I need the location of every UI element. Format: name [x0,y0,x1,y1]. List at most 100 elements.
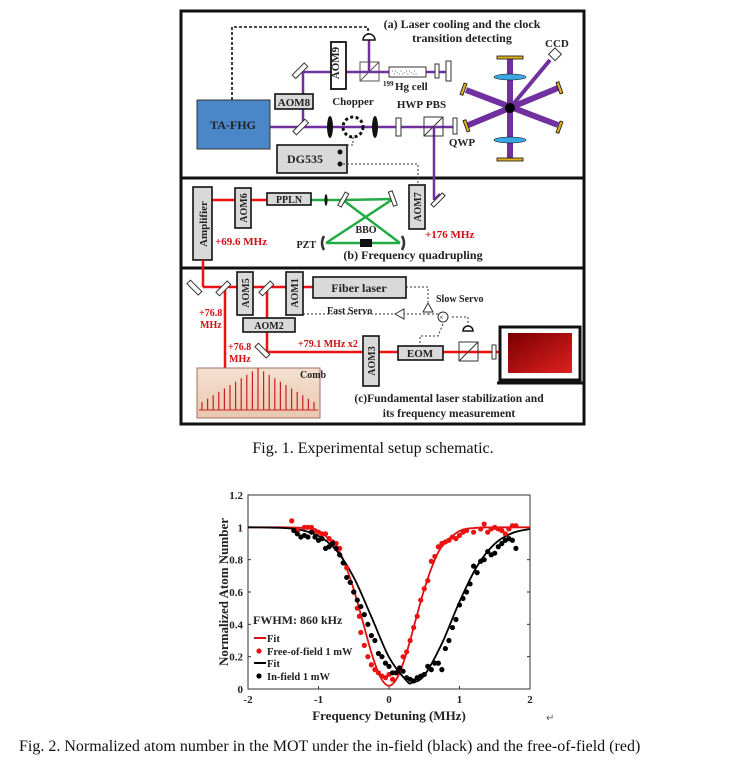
freq-label-1b: MHz [200,320,222,331]
point-in-field [393,670,399,676]
comb-teeth [201,368,315,410]
aom8-label: AOM8 [278,97,311,109]
point-free-of-field [453,536,459,542]
point-in-field [439,667,445,673]
legend: Fit Free-of-field 1 mW Fit In-field 1 mW [254,634,353,683]
point-free-of-field [411,624,417,631]
aom9-label: AOM9 [330,46,342,79]
point-in-field [319,536,325,542]
point-free-of-field [428,558,434,564]
point-in-field [467,581,473,587]
point-free-of-field [375,670,382,676]
chopper-label: Chopper [332,96,374,108]
panel-a-title: (a) Laser cooling and the clock [384,17,541,31]
point-in-field [481,557,487,563]
point-free-of-field [308,524,315,530]
mirrors-a [291,62,310,136]
photodetector-icon [362,33,376,41]
hwp-plate [395,117,402,137]
point-free-of-field [506,526,512,532]
freq-label-1: +76.8 [199,308,222,319]
point-in-field [330,540,336,547]
x-tick-label: 0 [386,694,392,706]
x-tick-label: 2 [527,694,533,706]
panel-b-frequency-quadrupling: Amplifier AOM6 PPLN BBO PZT AOM7 +176 MH… [192,184,483,262]
return-mark: ↵ [546,713,554,724]
panel-a-laser-cooling: CCD (a) Laser cooling and the clock tran… [196,17,569,201]
point-in-field [396,665,403,671]
fiber-laser-label: Fiber laser [331,281,387,295]
point-in-field [446,637,452,644]
mirrors-c [186,279,275,359]
chopper-wheel [341,115,365,139]
hg-cell [388,66,427,78]
point-free-of-field [418,597,424,603]
qwp-label: QWP [449,137,476,149]
point-in-field [312,534,318,540]
point-in-field [358,603,364,610]
point-in-field [460,595,466,602]
ta-fhg-label: TA-FHG [210,118,256,132]
legend-black-fit: Fit [267,659,280,670]
aom2-box [242,317,296,333]
legend-in-field: In-field 1 mW [267,672,331,683]
x-tick-label: -2 [243,694,253,706]
photodetector-icon [462,325,474,332]
point-in-field [337,552,343,558]
fast-servo-label: Fast Servo [327,306,372,317]
point-in-field [495,544,501,550]
plot-frame [247,494,531,690]
point-free-of-field [365,654,371,660]
point-in-field [425,663,431,669]
point-free-of-field [425,578,431,584]
pbs-cube [423,116,444,137]
panel-c-title-2: its frequency measurement [383,408,516,420]
aom7-label: AOM7 [413,192,424,221]
point-free-of-field [513,523,519,529]
aom1-box [285,271,304,316]
y-tick-label: 0.6 [229,587,243,599]
aom7-box [408,184,426,230]
point-free-of-field [485,529,491,535]
point-in-field [449,624,456,631]
point-free-of-field [456,532,463,539]
y-tick-label: 1 [238,522,244,534]
dg535-box [276,144,348,174]
point-in-field [463,589,470,595]
aom6-label: AOM6 [239,193,250,222]
point-free-of-field [368,662,374,668]
point-in-field [382,660,389,666]
aom3-box [362,335,380,387]
fast-servo-amp-icon [393,308,405,320]
point-in-field [471,563,477,569]
hg-isotope: 199 [383,80,394,88]
y-axis-label: Normalized Atom Number [216,518,231,666]
pzt-label: PZT [297,240,317,251]
aom3-frequency: +79.1 MHz x2 [298,339,358,350]
freq-label-2b: MHz [229,354,251,365]
data-points [289,518,519,684]
dg535-label: DG535 [287,152,323,166]
bbo-crystal [360,239,372,247]
point-in-field [305,534,311,540]
point-in-field [368,633,374,639]
hg-cell-label: Hg cell [395,81,428,93]
svg-text:×: × [439,313,444,322]
point-in-field [435,660,441,666]
point-in-field [411,678,417,684]
legend-red-marker [256,648,262,654]
point-free-of-field [502,531,508,537]
point-in-field [333,545,339,551]
point-free-of-field [481,521,487,527]
aom7-frequency: +176 MHz [425,229,474,241]
x-tick-label: -1 [314,694,323,706]
x-tick-label: 1 [457,694,463,706]
point-free-of-field [361,642,367,648]
ccd-label: CCD [545,38,569,50]
mirror [445,60,452,82]
mot-coils [493,73,527,144]
point-free-of-field [446,537,452,543]
aom3-label: AOM3 [367,346,378,375]
